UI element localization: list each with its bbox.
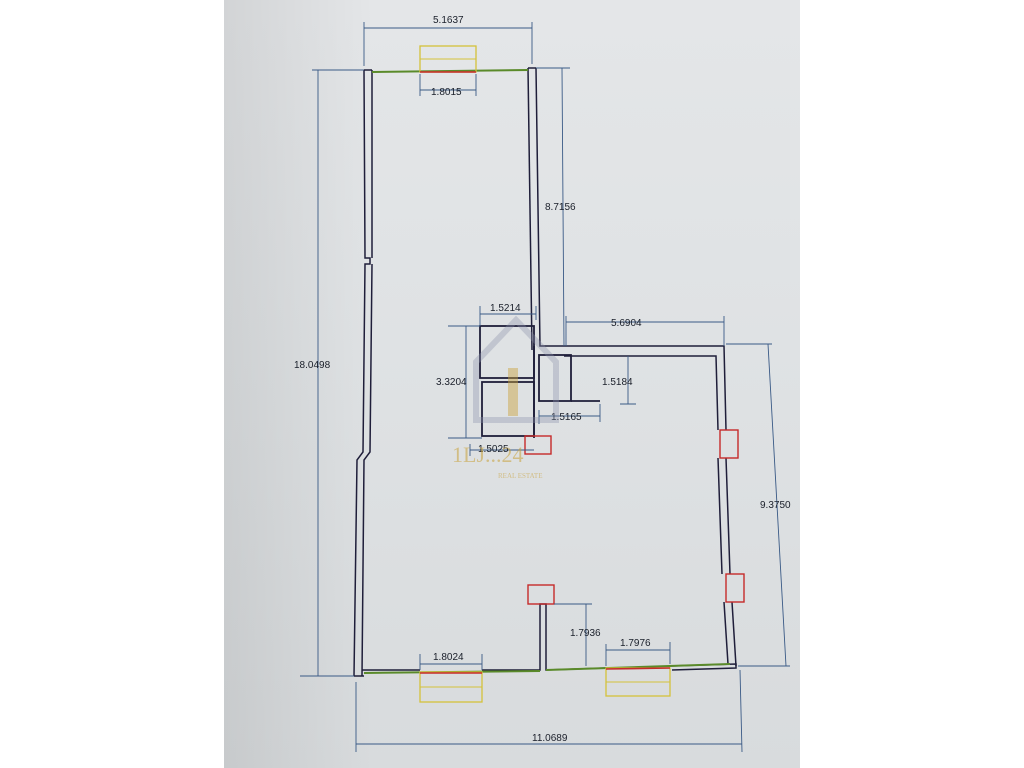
label-bottom-window-right: 1.7976 <box>620 638 651 649</box>
top-glass <box>371 69 529 73</box>
dim-right-section <box>565 316 725 346</box>
right-wall-outer <box>725 457 737 667</box>
label-top-width: 5.1637 <box>433 15 464 26</box>
corridor-edge <box>533 346 600 438</box>
label-left-height: 18.0498 <box>294 360 331 371</box>
label-right-section-width: 5.6904 <box>611 318 642 329</box>
dim-bottom-window-left <box>419 654 483 670</box>
watermark-brand: 1LJ...24 <box>452 442 524 467</box>
watermark-logo-bar <box>508 368 518 416</box>
paper-shadow <box>224 0 374 768</box>
dim-left-height <box>300 69 364 677</box>
label-bottom-window-left: 1.8024 <box>433 652 464 663</box>
dim-right-height <box>726 343 790 667</box>
dim-bottom-width <box>355 669 743 753</box>
label-box-width: 1.5165 <box>551 412 582 423</box>
label-small-room-width: 1.5214 <box>490 303 521 314</box>
dimension-lines <box>300 22 790 753</box>
label-bottom-small: 1.5025 <box>478 444 509 455</box>
dim-bottom-small <box>469 444 534 456</box>
watermark-tagline: REAL ESTATE <box>498 472 542 480</box>
left-wall-inner <box>361 70 373 677</box>
right-upper-wall-inner <box>535 67 727 431</box>
dim-small-room-height <box>448 325 482 439</box>
right-opening-upper <box>719 429 739 459</box>
label-column-offset: 1.7936 <box>570 628 601 639</box>
label-right-height: 9.3750 <box>760 500 791 511</box>
label-bottom-width: 11.0689 <box>532 733 568 744</box>
dim-small-room-width <box>479 306 537 326</box>
column-marker <box>527 584 555 605</box>
left-wall-outer <box>353 69 371 677</box>
watermark-house-logo <box>473 315 559 423</box>
right-wall-inner <box>717 457 729 665</box>
dimension-labels: 5.1637 1.8015 8.7156 18.0498 1.5214 5.69… <box>294 15 791 744</box>
label-top-window: 1.8015 <box>431 87 462 98</box>
dim-box-height <box>620 356 636 405</box>
small-red-marker <box>524 435 552 455</box>
small-rooms <box>479 325 600 438</box>
walls <box>353 67 737 677</box>
right-upper-wall-outer <box>527 67 533 351</box>
right-opening-lower <box>725 573 745 603</box>
dim-right-upper <box>536 67 570 347</box>
dim-top-width <box>363 22 533 66</box>
inner-box <box>538 354 572 402</box>
bottom-glass-right <box>545 663 731 671</box>
label-small-room-height: 3.3204 <box>436 377 467 388</box>
label-box-height: 1.5184 <box>602 377 633 388</box>
windows <box>363 45 745 703</box>
dim-top-window <box>419 74 477 96</box>
right-section-inner-top <box>564 355 719 431</box>
bottom-wall <box>354 603 737 677</box>
dim-column-offset <box>554 603 592 666</box>
dim-bottom-window-right <box>605 642 671 666</box>
label-right-upper: 8.7156 <box>545 202 576 213</box>
dim-box-width <box>538 404 601 424</box>
paper-sheet <box>224 0 800 768</box>
watermark: 1LJ...24 REAL ESTATE <box>452 315 559 480</box>
